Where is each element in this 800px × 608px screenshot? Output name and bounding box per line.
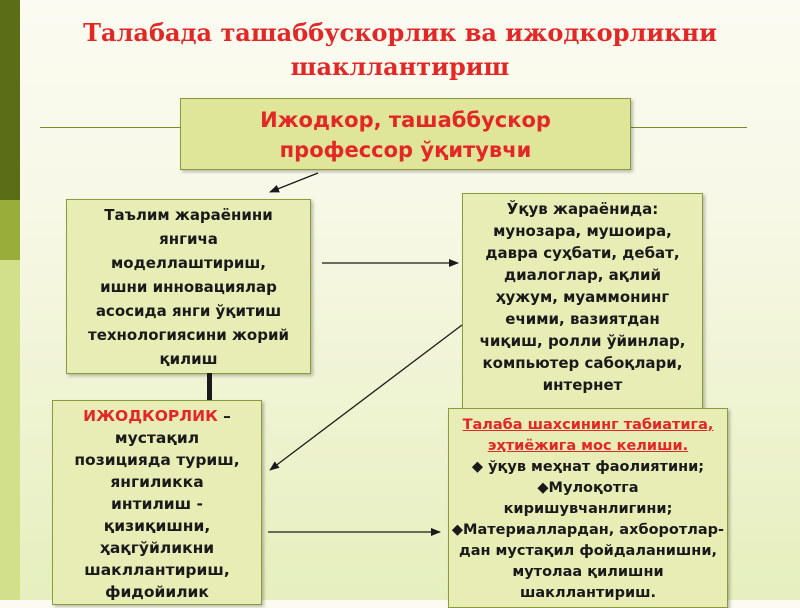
- box3-line: мустақил: [114, 429, 200, 447]
- top-box-professor: Ижодкор, ташаббускор профессор ўқитувчи: [180, 98, 631, 170]
- top-box-line-1: Ижодкор, ташаббускор: [260, 108, 551, 132]
- page-title-line-2: шакллантириш: [290, 52, 510, 81]
- divider-right: [631, 127, 747, 128]
- box1-line: ишни инновациялар: [100, 278, 277, 296]
- box4-item: ◆ ўқув меҳнат фаолиятини;: [471, 459, 705, 475]
- left-decor-bar-mid: [0, 200, 20, 260]
- box4-item: ◆Материаллардан, ахборотлар-: [451, 522, 725, 538]
- box1-line: асосида янги ўқитиш: [95, 302, 282, 320]
- box3-line: интилиш -: [111, 495, 203, 513]
- box2-line: компьютер сабоқлари,: [482, 354, 683, 372]
- box3-line: қизиқишни,: [103, 517, 211, 535]
- box2-line: диалоглар, ақлий: [504, 266, 661, 284]
- divider-left: [40, 127, 180, 128]
- left-decor-bar-dark: [0, 0, 20, 200]
- box-teaching-modeling: Таълим жараёнини янгича моделлаштириш, и…: [66, 199, 311, 374]
- box2-line: мунозара, мушоира,: [493, 222, 672, 240]
- box2-line: ечими, вазиятдан: [505, 310, 660, 328]
- box3-line: шакллантириш,: [84, 561, 230, 579]
- box2-line: давра суҳбати, дебат,: [485, 244, 680, 262]
- top-box-line-2: профессор ўқитувчи: [279, 138, 532, 162]
- box4-item: мутолаа қилишни: [512, 564, 664, 580]
- box-creativity: ИЖОДКОРЛИК – мустақил позицияда туриш, я…: [52, 400, 262, 605]
- box3-line: позицияда туриш,: [74, 451, 240, 469]
- box4-heading-line-2: эҳтиёжига мос келиши.: [487, 438, 689, 454]
- box1-line: янгича: [159, 230, 218, 248]
- connector-bar: [207, 373, 212, 401]
- box4-item: ◆Мулоқотга: [537, 480, 639, 496]
- box1-line: Таълим жараёнини: [104, 206, 273, 224]
- box3-line: фидойилик: [105, 583, 209, 601]
- box1-line: моделлаштириш,: [111, 254, 266, 272]
- left-decor-bar: [0, 0, 20, 600]
- arrow-right-to-creativity: [269, 324, 463, 471]
- page-title: Талабада ташаббускорлик ва ижодкорликни …: [40, 16, 760, 84]
- creativity-term: ИЖОДКОРЛИК: [83, 407, 218, 425]
- page-title-line-1: Талабада ташаббускорлик ва ижодкорликни: [83, 18, 717, 47]
- box1-line: қилиш: [159, 350, 218, 368]
- box2-line: интернет: [542, 376, 623, 394]
- box4-heading-line-1: Талаба шахсининг табиатига,: [462, 417, 714, 433]
- box1-line: технологиясини жорий: [88, 326, 289, 344]
- box3-first-line: ИЖОДКОРЛИК –: [53, 405, 261, 427]
- box2-line: ҳужум, муаммонинг: [495, 288, 670, 306]
- box4-item: шакллантириш.: [519, 585, 657, 601]
- creativity-dash: –: [217, 407, 231, 425]
- box4-item: киришувчанлигини;: [503, 501, 673, 517]
- box-student-nature: Талаба шахсининг табиатига, эҳтиёжига мо…: [448, 408, 728, 608]
- box3-line: ҳақгўйликни: [99, 539, 215, 557]
- box2-line: чиқиш, ролли ўйинлар,: [479, 332, 686, 350]
- box-learning-methods: Ўқув жараёнида: мунозара, мушоира, давра…: [462, 193, 703, 409]
- arrow-top-to-left: [269, 172, 319, 193]
- box3-line: янгиликка: [110, 473, 204, 491]
- box2-line: Ўқув жараёнида:: [506, 200, 659, 218]
- box4-item: дан мустақил фойдаланишни,: [459, 543, 717, 559]
